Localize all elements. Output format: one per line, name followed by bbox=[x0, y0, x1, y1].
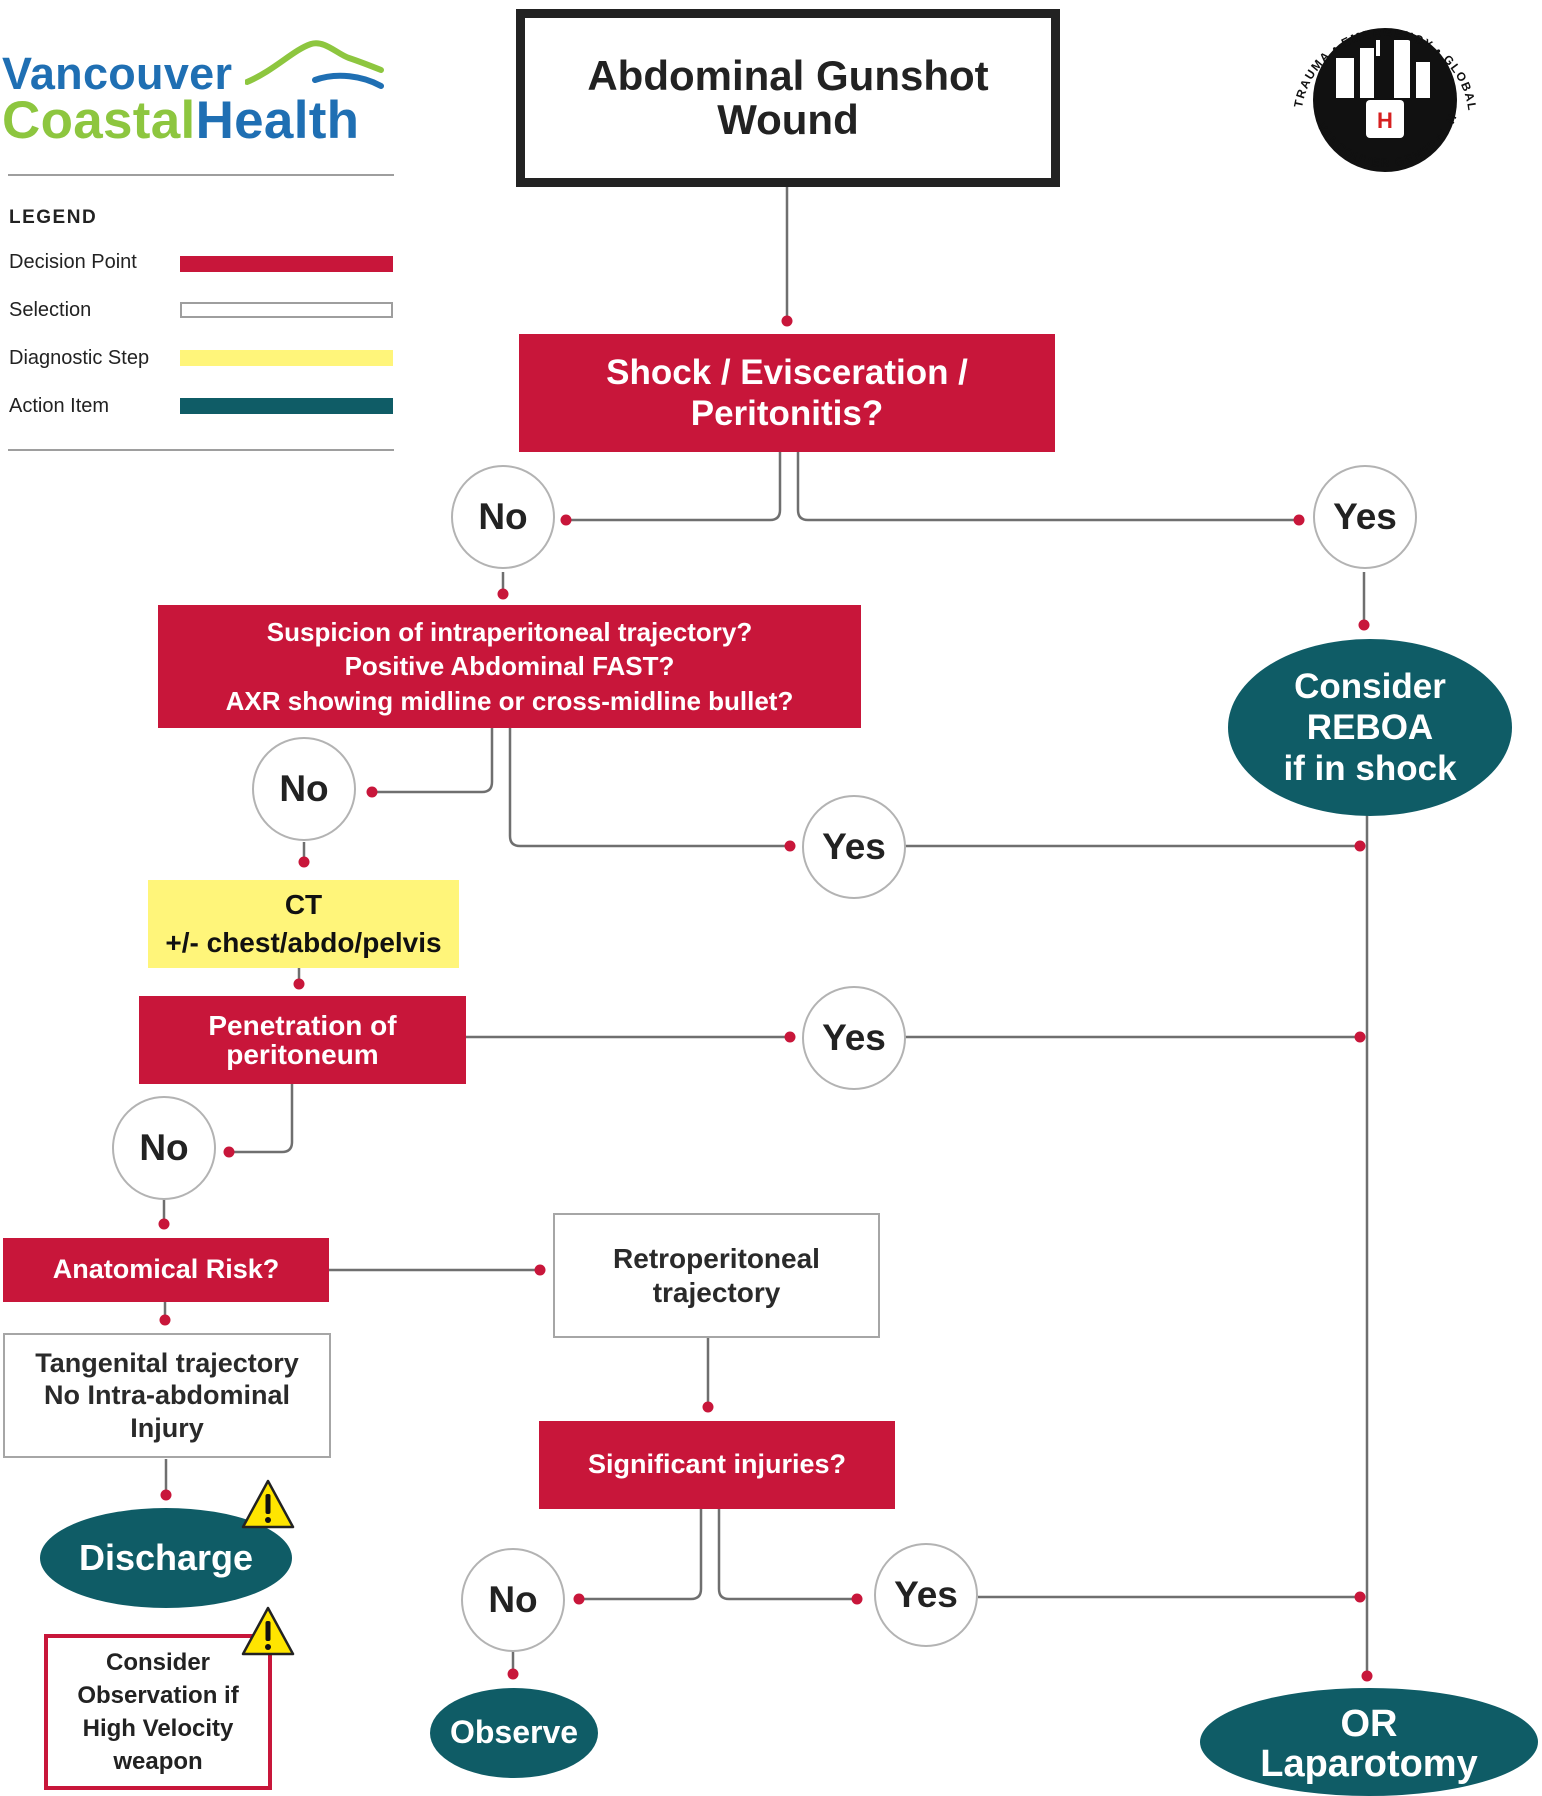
mountain-logo-icon bbox=[245, 40, 384, 89]
answer-no-suspicion[interactable]: No bbox=[252, 737, 356, 841]
anatomical-risk-decision[interactable]: Anatomical Risk? bbox=[3, 1238, 329, 1302]
connector-shock-to-yes bbox=[796, 452, 1299, 522]
peritoneum-penetration-decision[interactable]: Penetration of peritoneum bbox=[139, 996, 466, 1084]
legend-label-diagnostic: Diagnostic Step bbox=[9, 347, 150, 369]
answer-yes-suspicion[interactable]: Yes bbox=[802, 795, 906, 899]
consider-reboa-action[interactable]: Consider REBOA if in shock bbox=[1228, 639, 1512, 816]
legend-heading: LEGEND bbox=[9, 207, 98, 228]
svg-text:H: H bbox=[1377, 108, 1393, 133]
intraperitoneal-suspicion-decision[interactable]: Suspicion of intraperitoneal trajectory?… bbox=[158, 605, 861, 728]
connector-significant-to-no bbox=[579, 1509, 703, 1601]
answer-yes-significant[interactable]: Yes bbox=[874, 1543, 978, 1647]
connector-suspicion-to-no bbox=[372, 728, 494, 794]
page-title: Abdominal Gunshot Wound bbox=[516, 9, 1060, 187]
answer-no-significant[interactable]: No bbox=[461, 1548, 565, 1652]
answer-yes-shock[interactable]: Yes bbox=[1313, 465, 1417, 569]
legend-swatch-decision bbox=[180, 256, 393, 272]
legend-label-decision: Decision Point bbox=[9, 251, 137, 273]
observation-note: Consider Observation if High Velocity we… bbox=[44, 1634, 272, 1790]
connector-significant-to-yes bbox=[717, 1509, 857, 1601]
legend-swatch-selection bbox=[180, 302, 393, 318]
legend-top-rule bbox=[8, 174, 394, 176]
retroperitoneal-trajectory-selection[interactable]: Retroperitoneal trajectory bbox=[553, 1213, 880, 1338]
legend-label-selection: Selection bbox=[9, 299, 92, 321]
discharge-action[interactable]: Discharge bbox=[40, 1508, 292, 1608]
legend-swatch-diagnostic bbox=[180, 350, 393, 366]
connector-suspicion-to-yes bbox=[508, 728, 790, 848]
hospital-seal-logo: H TRAUMA • EMERGENCY • GLOBAL SURGERY • … bbox=[1276, 0, 1478, 172]
connector-shock-to-no bbox=[566, 452, 782, 522]
answer-no-penetration[interactable]: No bbox=[112, 1096, 216, 1200]
tangential-trajectory-selection[interactable]: Tangenital trajectory No Intra-abdominal… bbox=[3, 1333, 331, 1458]
or-laparotomy-action[interactable]: OR Laparotomy bbox=[1200, 1688, 1538, 1796]
observe-action[interactable]: Observe bbox=[430, 1688, 598, 1778]
answer-yes-penetration[interactable]: Yes bbox=[802, 986, 906, 1090]
significant-injuries-decision[interactable]: Significant injuries? bbox=[539, 1421, 895, 1509]
legend-bottom-rule bbox=[8, 449, 394, 451]
legend-swatch-action bbox=[180, 398, 393, 414]
connector-penetration-to-no bbox=[229, 1084, 294, 1154]
shock-evisceration-decision[interactable]: Shock / Evisceration / Peritonitis? bbox=[519, 334, 1055, 452]
warning-icon bbox=[241, 1606, 295, 1656]
logo-line-coastal-health: CoastalHealth bbox=[2, 91, 360, 150]
ct-diagnostic-step[interactable]: CT +/- chest/abdo/pelvis bbox=[148, 880, 459, 968]
warning-icon bbox=[241, 1479, 295, 1529]
answer-no-shock[interactable]: No bbox=[451, 465, 555, 569]
vancouver-coastal-health-logo: Vancouver CoastalHealth bbox=[0, 40, 400, 150]
logo-line-vancouver: Vancouver bbox=[2, 48, 233, 99]
legend-label-action: Action Item bbox=[9, 395, 110, 417]
